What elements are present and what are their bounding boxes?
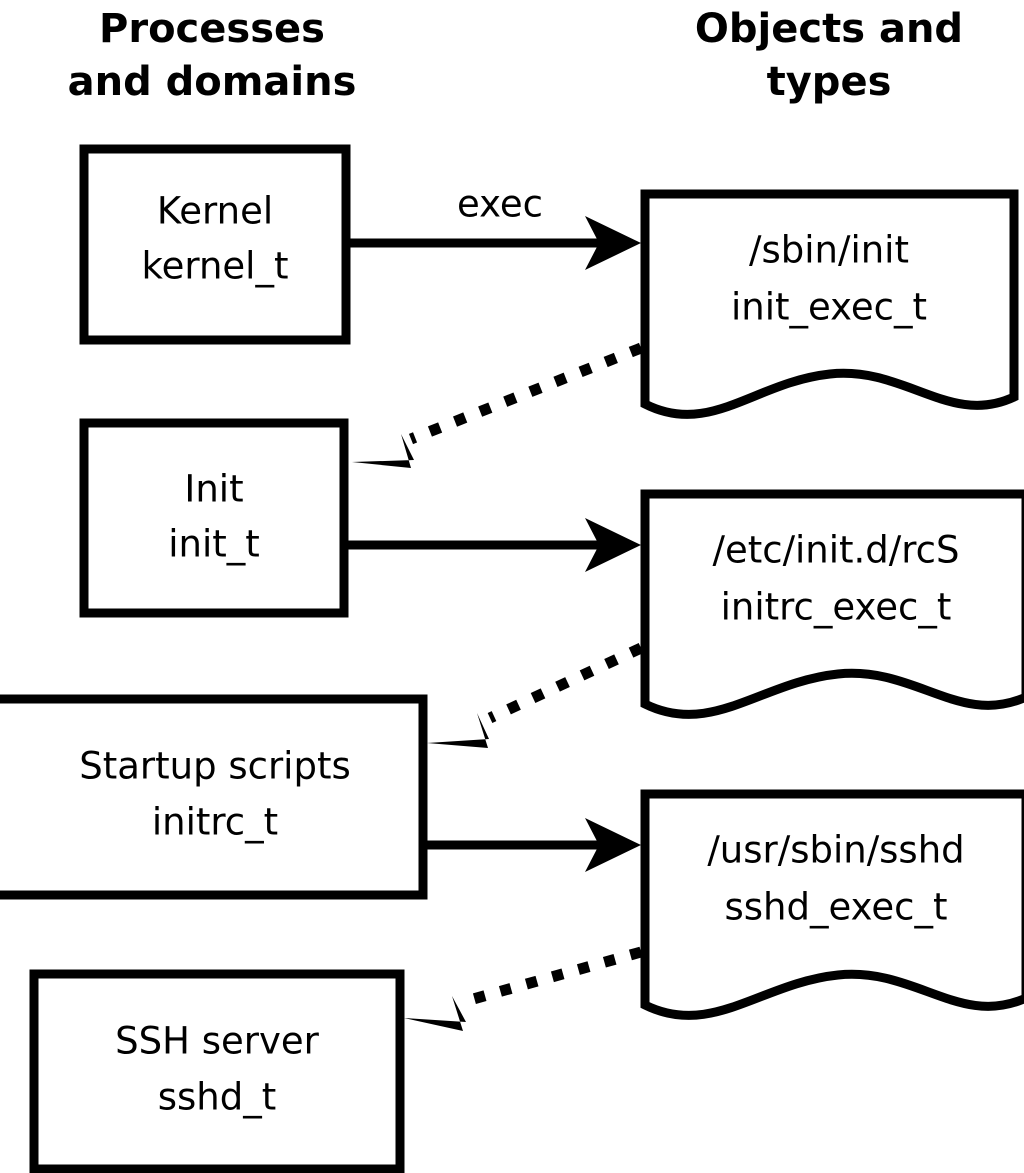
object-node-init-exec-path: /sbin/init — [749, 229, 909, 272]
object-node-initrc-exec-shape[interactable] — [640, 489, 1024, 719]
edge-initrc-exec-sshd-exec — [427, 818, 641, 872]
process-node-sshd-box[interactable] — [29, 969, 405, 1173]
arrow-head-init-exec — [585, 518, 641, 572]
process-node-kernel-type: kernel_t — [142, 245, 289, 288]
object-node-sshd-exec-path: /usr/sbin/sshd — [707, 829, 964, 872]
edge-line-initrc-exec-to-initrc — [487, 643, 644, 723]
edge-initrc-exec-to-initrc — [427, 643, 644, 748]
process-node-sshd[interactable]: SSH server sshd_t — [29, 969, 405, 1173]
arrow-head-init-exec-to-init — [352, 434, 414, 468]
process-node-kernel[interactable]: Kernel kernel_t — [79, 144, 351, 345]
process-node-init-box[interactable] — [79, 418, 349, 618]
object-node-init-exec-type: init_exec_t — [731, 286, 927, 329]
arrow-head-initrc-exec — [585, 818, 641, 872]
object-node-initrc-exec-path: /etc/init.d/rcS — [712, 529, 959, 572]
process-node-sshd-type: sshd_t — [158, 1076, 277, 1119]
process-node-initrc-box[interactable] — [0, 694, 428, 900]
edge-line-sshd-exec-to-sshd — [464, 946, 643, 1007]
column-header-processes: Processes and domains — [68, 6, 357, 105]
process-node-init[interactable]: Init init_t — [79, 418, 349, 618]
edge-init-exec-to-init — [352, 342, 644, 468]
column-header-processes-line2: and domains — [68, 59, 357, 105]
column-header-objects: Objects and types — [695, 6, 963, 105]
edge-init-exec-initrc-exec — [348, 518, 641, 572]
column-header-objects-line1: Objects and — [695, 6, 963, 52]
arrow-head-initrc-exec-to-initrc — [427, 713, 489, 748]
column-header-processes-line1: Processes — [99, 6, 325, 52]
edge-label-exec: exec — [457, 183, 543, 226]
process-node-init-name: Init — [184, 468, 243, 511]
object-node-init-exec[interactable]: /sbin/init init_exec_t — [640, 189, 1019, 419]
object-node-sshd-exec[interactable]: /usr/sbin/sshd sshd_exec_t — [640, 789, 1024, 1020]
arrow-head-kernel-exec — [585, 216, 641, 270]
process-node-initrc[interactable]: Startup scripts initrc_t — [0, 694, 428, 900]
process-node-sshd-name: SSH server — [115, 1020, 319, 1063]
object-node-initrc-exec[interactable]: /etc/init.d/rcS initrc_exec_t — [640, 489, 1024, 719]
column-header-objects-line2: types — [767, 59, 892, 105]
arrow-head-sshd-exec-to-sshd — [404, 996, 466, 1031]
object-node-sshd-exec-shape[interactable] — [640, 789, 1024, 1020]
object-node-sshd-exec-type: sshd_exec_t — [725, 886, 948, 929]
object-node-init-exec-shape[interactable] — [640, 189, 1019, 419]
process-node-initrc-name: Startup scripts — [79, 745, 350, 788]
process-node-init-type: init_t — [168, 523, 260, 566]
edge-line-init-exec-to-init — [408, 342, 644, 445]
edge-kernel-exec-init-exec: exec — [349, 183, 641, 270]
process-node-kernel-box[interactable] — [79, 144, 351, 345]
edge-sshd-exec-to-sshd — [404, 946, 643, 1031]
process-node-initrc-type: initrc_t — [152, 801, 278, 844]
object-node-initrc-exec-type: initrc_exec_t — [721, 586, 952, 629]
process-node-kernel-name: Kernel — [157, 190, 273, 233]
